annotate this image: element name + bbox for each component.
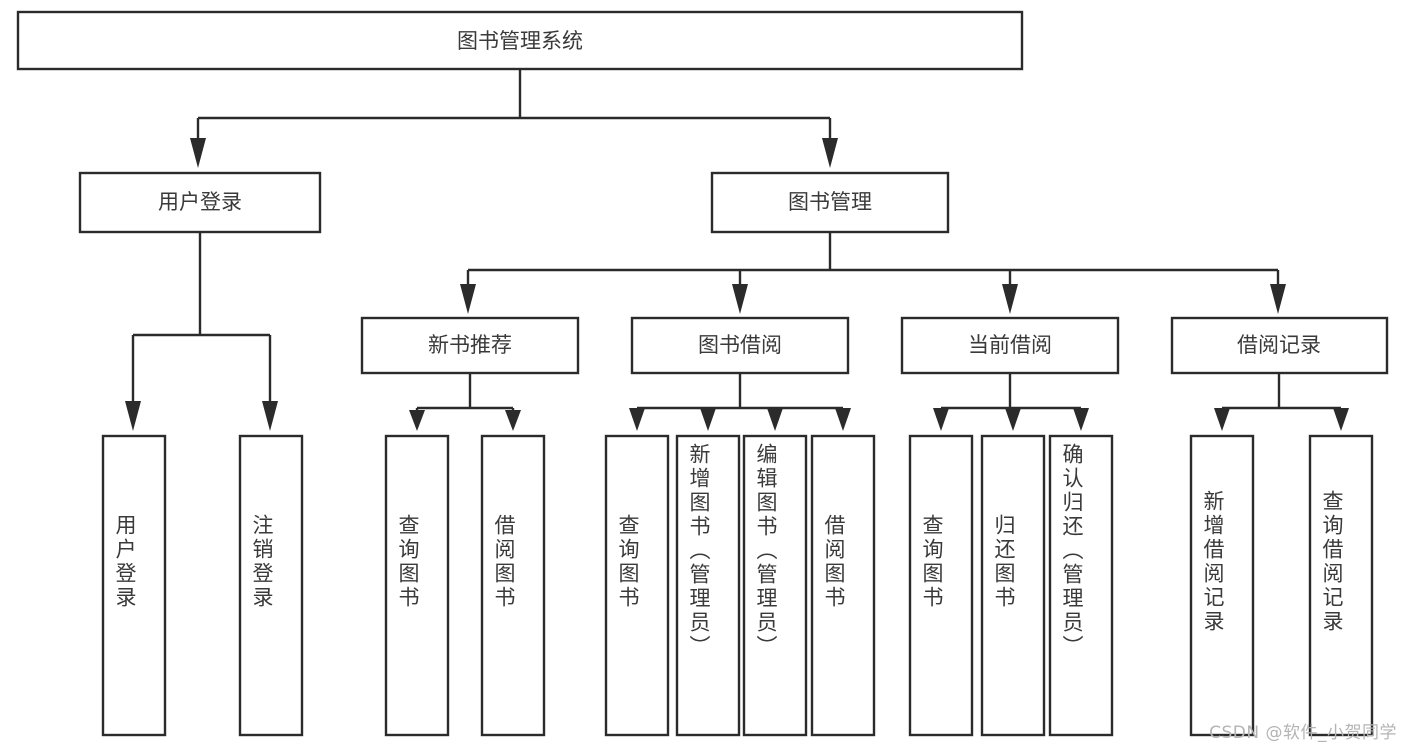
leaf-box-query-borrow-record[interactable] — [1308, 434, 1374, 737]
node-user-login[interactable]: 用户登录 — [78, 171, 322, 234]
connector-group-book-borrow — [629, 373, 851, 431]
arrow-head-borrow-record — [1270, 284, 1286, 314]
arrow-head-query-book-current — [933, 408, 949, 431]
node-book-borrow-label: 图书借阅 — [698, 333, 782, 357]
leaf-box-borrow-book-borrow[interactable] — [810, 434, 876, 737]
arrow-head-user-login-leaf — [125, 401, 141, 431]
node-user-login-label: 用户登录 — [158, 190, 242, 214]
arrow-head-borrow-book-rec — [505, 410, 521, 431]
arrow-head-edit-book-admin — [767, 408, 783, 431]
arrow-head-book-manage — [822, 138, 838, 168]
arrow-head-query-borrow-record — [1333, 408, 1349, 431]
node-book-borrow[interactable]: 图书借阅 — [630, 316, 850, 375]
connector-group-user-login — [125, 232, 278, 431]
leaf-box-confirm-return-admin[interactable] — [1048, 434, 1114, 737]
leaf-box-add-borrow-record[interactable] — [1189, 434, 1255, 737]
node-book-manage[interactable]: 图书管理 — [710, 171, 950, 234]
arrow-head-borrow-book-borrow — [835, 408, 851, 431]
arrow-head-return-book — [1005, 408, 1021, 431]
leaf-box-query-book-current[interactable] — [908, 434, 974, 737]
arrow-head-book-borrow — [732, 284, 748, 314]
node-book-manage-label: 图书管理 — [788, 190, 872, 214]
node-root[interactable]: 图书管理系统 — [16, 10, 1024, 71]
connector-group-current-borrow — [933, 373, 1089, 431]
arrow-head-new-book-recommend — [460, 284, 476, 314]
connector-group-borrow-record — [1214, 373, 1349, 431]
leaf-boxes-group — [101, 434, 1374, 737]
leaf-box-query-book-borrow[interactable] — [604, 434, 670, 737]
node-new-book-recommend-label: 新书推荐 — [428, 333, 512, 357]
leaf-box-edit-book-admin[interactable] — [742, 434, 808, 737]
leaf-box-return-book[interactable] — [980, 434, 1046, 737]
leaf-box-user-login-leaf[interactable] — [101, 434, 167, 737]
leaf-box-query-book-rec[interactable] — [384, 434, 450, 737]
node-book-borrow-box[interactable] — [630, 316, 850, 375]
arrow-head-current-borrow — [1002, 284, 1018, 314]
connector-group-new-book-recommend — [409, 373, 521, 431]
node-current-borrow[interactable]: 当前借阅 — [900, 316, 1120, 375]
csdn-watermark: CSDN @软件_小贺同学 — [1209, 723, 1397, 743]
node-borrow-record-box[interactable] — [1170, 316, 1389, 375]
node-current-borrow-label: 当前借阅 — [968, 333, 1052, 357]
arrow-head-add-borrow-record — [1214, 408, 1230, 431]
node-user-login-box[interactable] — [78, 171, 322, 234]
leaf-box-logout-leaf[interactable] — [238, 434, 304, 737]
leaf-box-borrow-book-rec[interactable] — [480, 434, 546, 737]
node-new-book-recommend[interactable]: 新书推荐 — [360, 316, 580, 375]
node-new-book-recommend-box[interactable] — [360, 316, 580, 375]
arrow-head-user-login — [190, 138, 206, 168]
node-book-manage-box[interactable] — [710, 171, 950, 234]
leaf-box-add-book-admin[interactable] — [675, 434, 741, 737]
arrow-head-confirm-return-admin — [1073, 408, 1089, 431]
node-borrow-record[interactable]: 借阅记录 — [1170, 316, 1389, 375]
arrow-head-add-book-admin — [700, 408, 716, 431]
arrow-head-query-book-borrow — [629, 408, 645, 431]
connector-group-root — [190, 69, 838, 168]
arrow-head-query-book-rec — [409, 410, 425, 431]
node-borrow-record-label: 借阅记录 — [1237, 333, 1321, 357]
arrow-head-logout-leaf — [262, 401, 278, 431]
node-root-box[interactable] — [16, 10, 1024, 71]
connector-group-book-manage — [460, 232, 1286, 314]
node-current-borrow-box[interactable] — [900, 316, 1120, 375]
node-root-label: 图书管理系统 — [457, 29, 583, 53]
